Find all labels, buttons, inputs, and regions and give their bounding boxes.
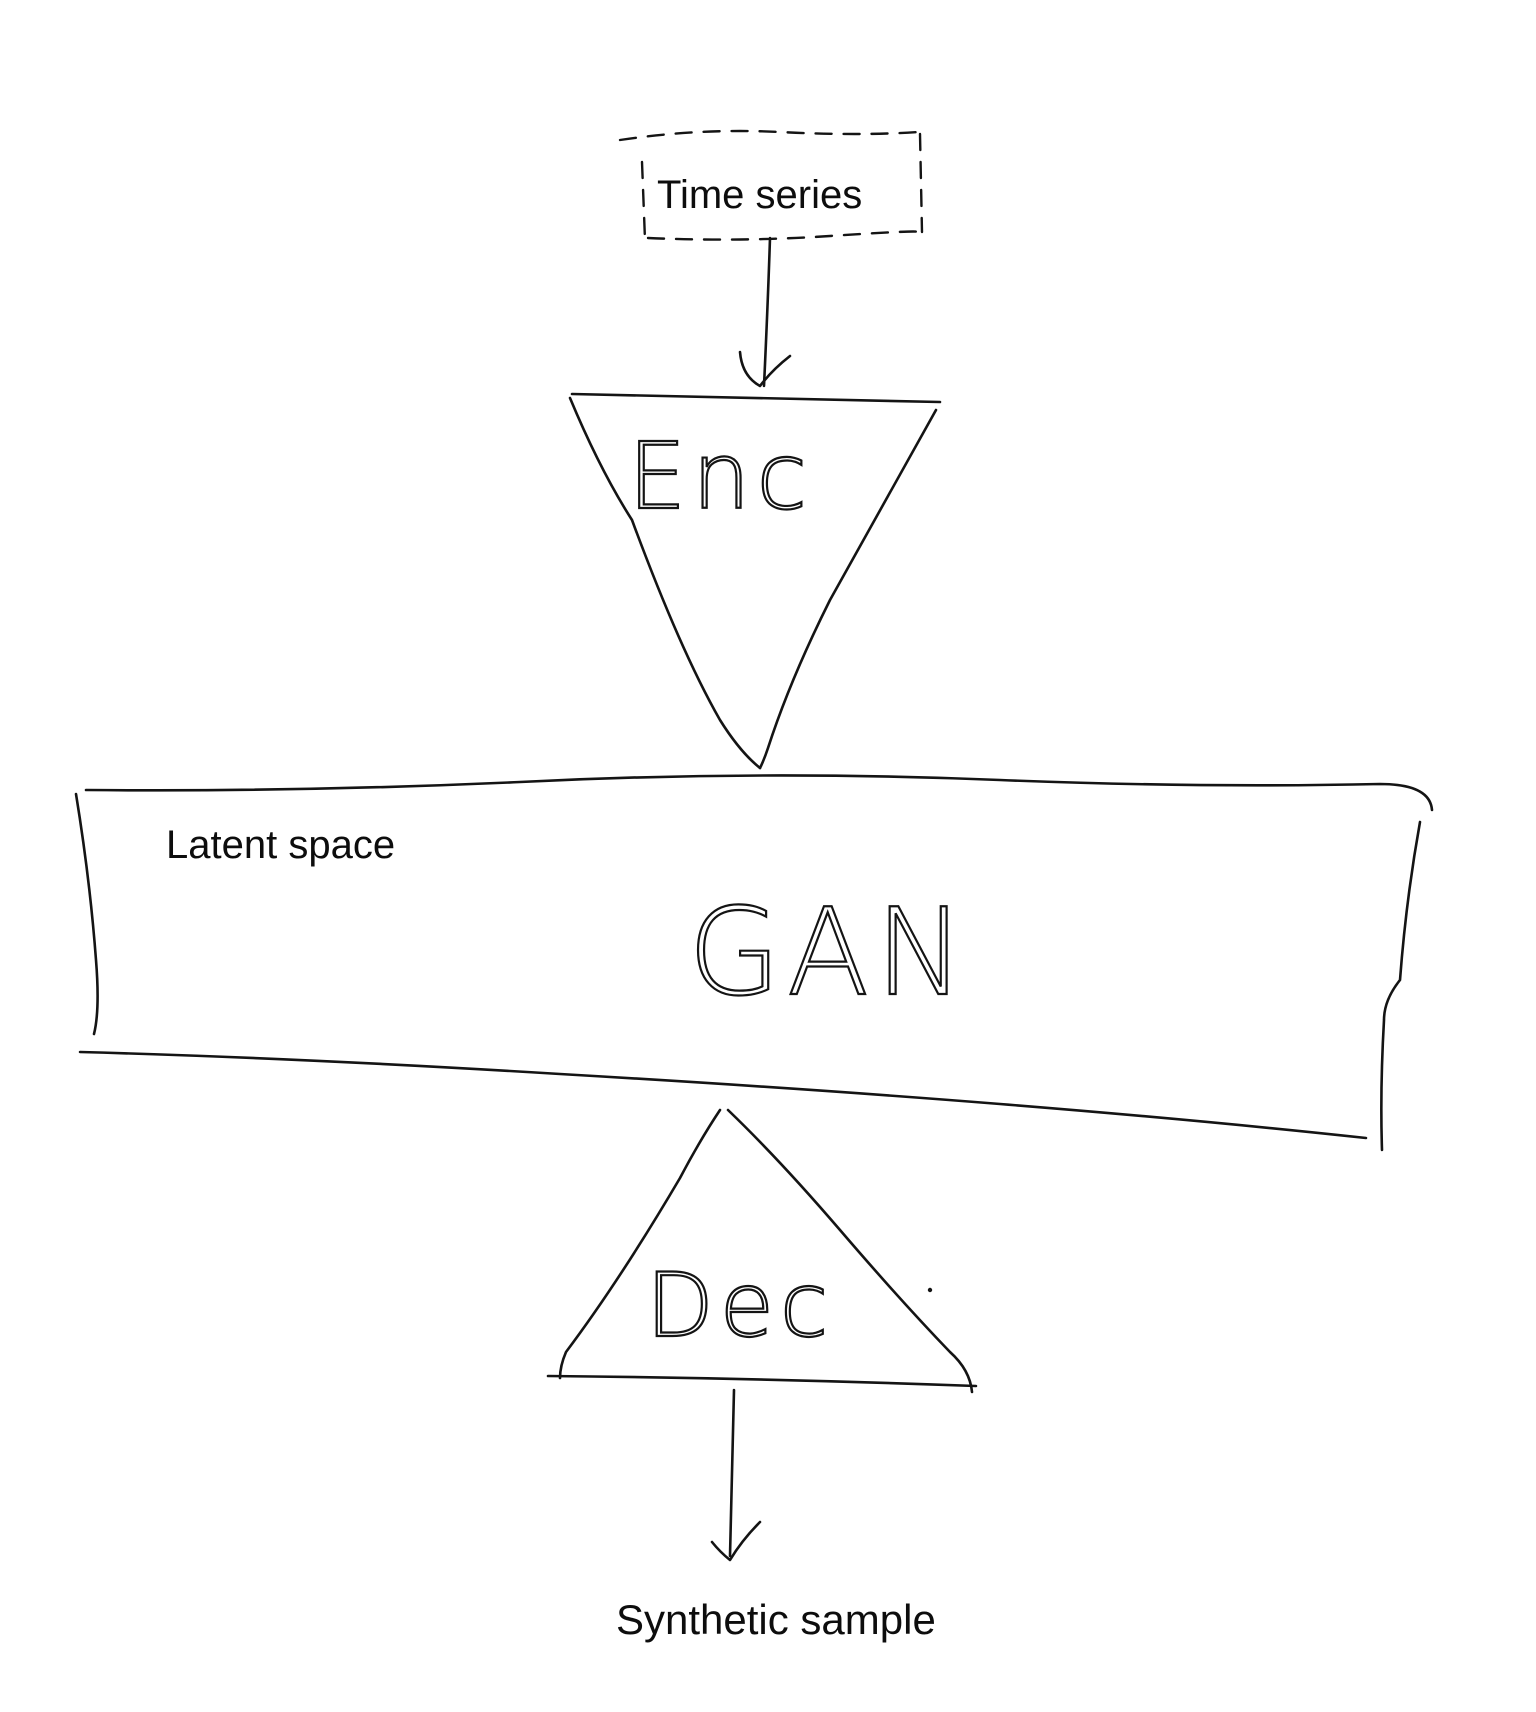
latent-space-band: Latent space GAN [74,774,1434,1152]
input-label: Time series [657,173,862,217]
encoder-triangle: Enc [568,392,942,770]
decoder-triangle: Dec [546,1108,978,1394]
arrow-input-to-encoder [738,236,792,388]
stray-dot [927,1287,933,1293]
decoder-label: Dec [646,1254,834,1357]
encoder-label: Enc [628,423,813,530]
latent-space-label: Latent space [166,823,395,867]
arrow-decoder-to-output [710,1388,762,1562]
input-box: Time series [618,129,924,242]
gan-label: GAN [688,884,971,1023]
output-label: Synthetic sample [616,1596,936,1643]
